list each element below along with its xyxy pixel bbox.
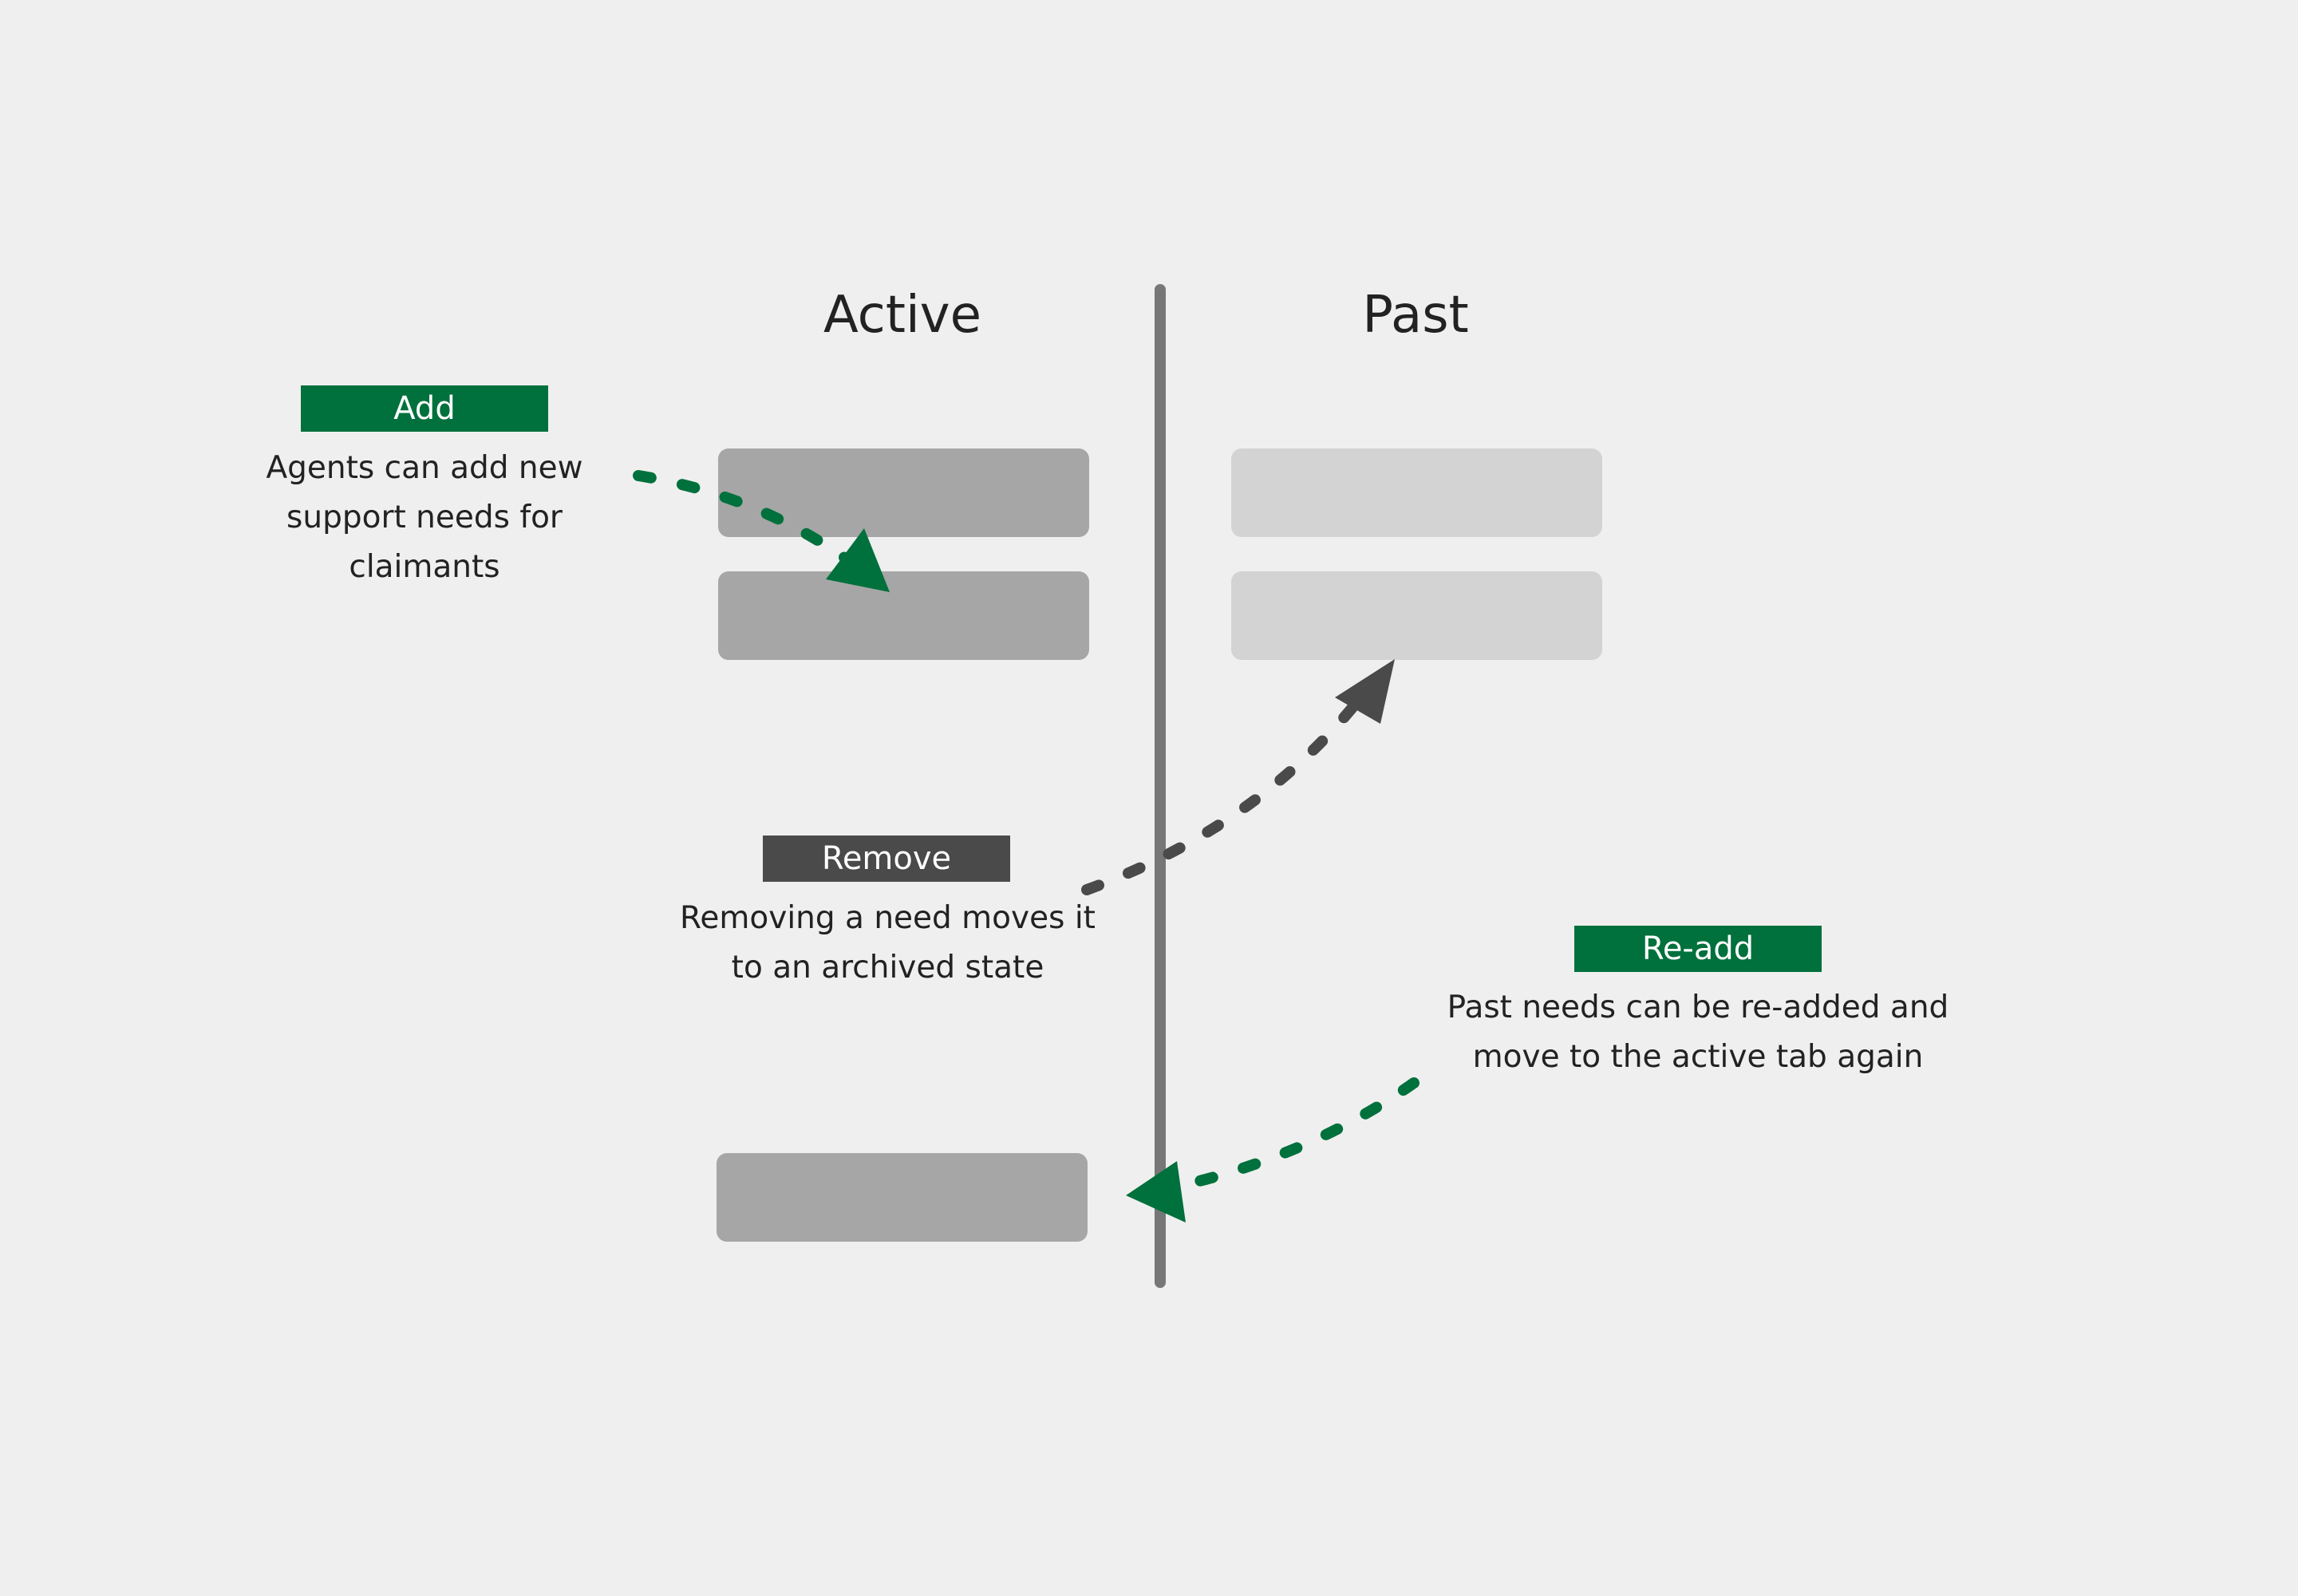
active-card-3 <box>717 1153 1088 1242</box>
remove-arrow-line <box>1081 687 1370 895</box>
past-column-title: Past <box>1362 286 1469 345</box>
remove-tag: Remove <box>763 836 1010 882</box>
remove-arrowhead <box>1335 659 1395 724</box>
add-tag: Add <box>301 385 548 432</box>
add-description: Agents can add new support needs for cla… <box>266 450 583 585</box>
remove-description: Removing a need moves it to an archived … <box>680 900 1096 986</box>
readd-arrow-line <box>1167 1077 1419 1193</box>
past-card-1 <box>1231 448 1602 537</box>
active-card-2 <box>718 571 1089 660</box>
active-card-1 <box>718 448 1089 537</box>
active-column-title: Active <box>823 286 981 345</box>
column-divider <box>1155 284 1166 1288</box>
past-card-2 <box>1231 571 1602 660</box>
readd-tag: Re-add <box>1574 926 1822 972</box>
readd-description: Past needs can be re-added and move to t… <box>1447 990 1949 1075</box>
